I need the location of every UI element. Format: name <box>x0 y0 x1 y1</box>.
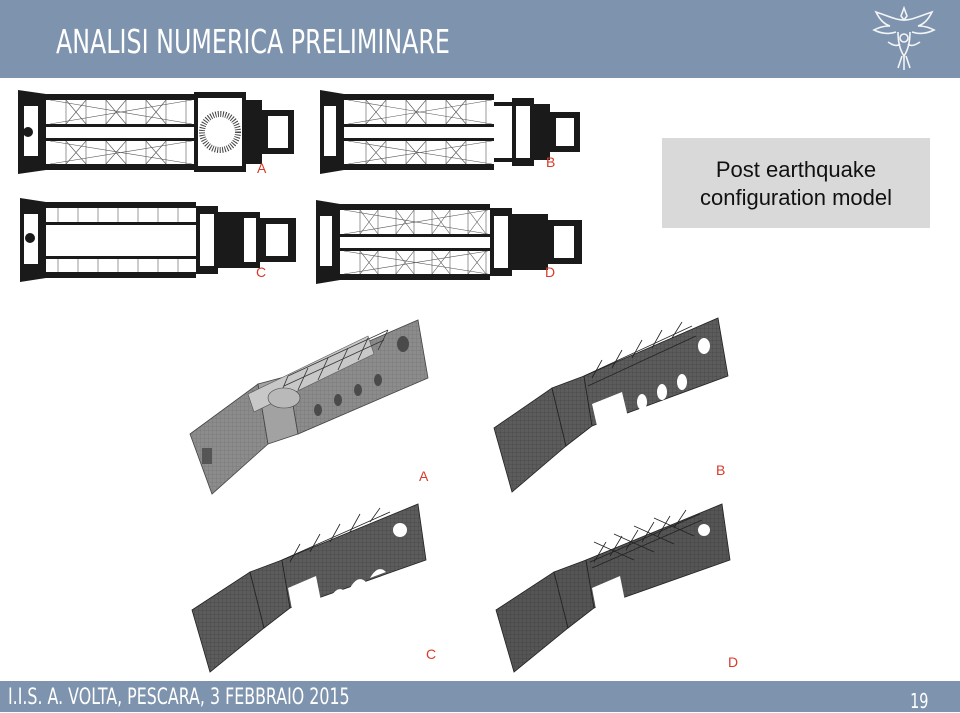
model-label-c: C <box>426 646 437 662</box>
eagle-crest-icon <box>872 5 936 70</box>
footer-event-text: I.I.S. A. VOLTA, PESCARA, 3 FEBBRAIO 201… <box>8 685 350 710</box>
callout-line-2: configuration model <box>699 185 892 210</box>
model-3d-d <box>495 503 731 673</box>
post-earthquake-callout: Post earthquake configuration model <box>662 138 930 228</box>
slide-footer: I.I.S. A. VOLTA, PESCARA, 3 FEBBRAIO 201… <box>0 681 960 713</box>
plan-label-d: D <box>545 264 556 280</box>
model-3d-b <box>493 317 729 493</box>
model-label-b: B <box>716 462 726 478</box>
plan-label-a: A <box>257 160 267 176</box>
page-number: 19 <box>909 689 928 713</box>
floor-plan-a <box>18 90 294 174</box>
plan-label-b: B <box>546 154 556 170</box>
floor-plan-c <box>20 198 296 282</box>
model-label-a: A <box>419 468 429 484</box>
plan-label-c: C <box>256 264 267 280</box>
callout-line-1: Post earthquake <box>715 157 877 182</box>
floor-plan-b <box>320 90 580 174</box>
slide-title: ANALISI NUMERICA PRELIMINARE <box>56 22 450 61</box>
model-label-d: D <box>728 654 739 670</box>
model-3d-a <box>189 319 429 495</box>
slide-header: ANALISI NUMERICA PRELIMINARE <box>0 0 960 78</box>
model-3d-c <box>191 503 427 673</box>
floor-plan-d <box>316 200 582 284</box>
